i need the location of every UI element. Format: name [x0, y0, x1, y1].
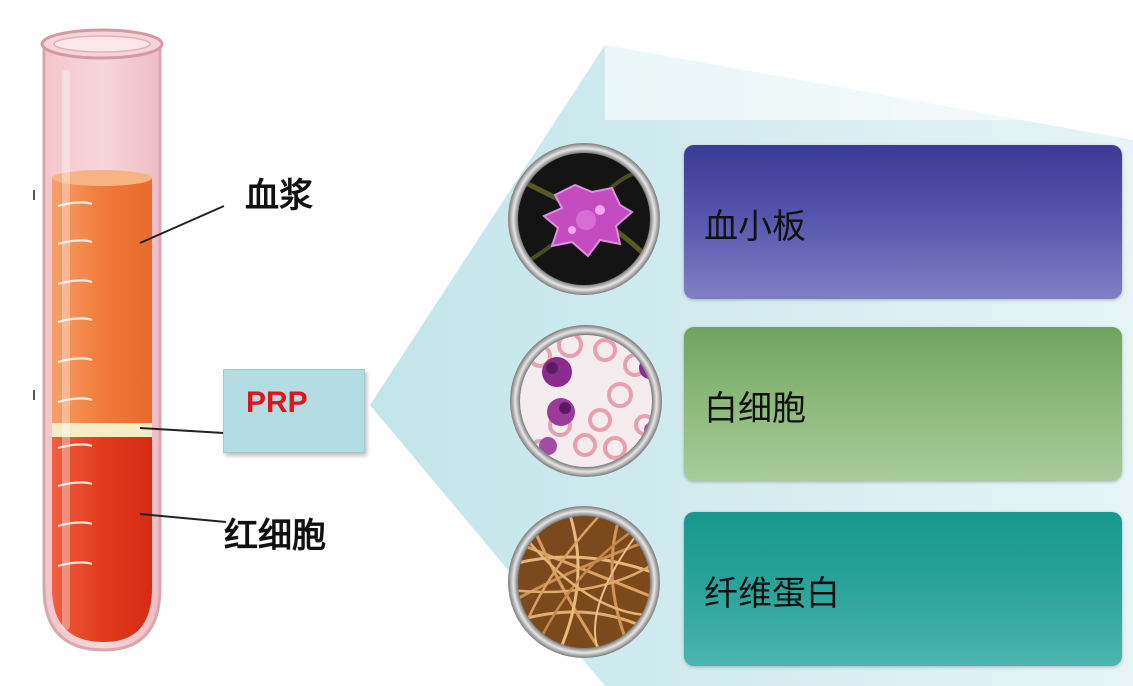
platelet-cell-icon — [508, 143, 660, 295]
white-blood-cell-label: 白细胞 — [704, 389, 806, 429]
plasma-leader-line — [139, 205, 225, 244]
prp-leader-line — [139, 427, 225, 434]
test-tube — [33, 28, 164, 652]
white-blood-cell-icon — [510, 325, 662, 477]
fibrin-panel: 纤维蛋白 — [684, 512, 1122, 666]
plasma-label: 血浆 — [245, 176, 313, 216]
prp-callout: PRP — [223, 369, 365, 453]
fibrin-fibers-icon — [508, 506, 660, 658]
rbc-leader-line — [139, 513, 227, 523]
platelet-panel: 血小板 — [684, 145, 1122, 299]
platelet-label: 血小板 — [704, 207, 806, 247]
prp-label: PRP — [246, 386, 308, 419]
white-blood-cell-panel: 白细胞 — [684, 327, 1122, 481]
fibrin-label: 纤维蛋白 — [704, 574, 840, 614]
red-blood-cell-label: 红细胞 — [224, 516, 326, 556]
